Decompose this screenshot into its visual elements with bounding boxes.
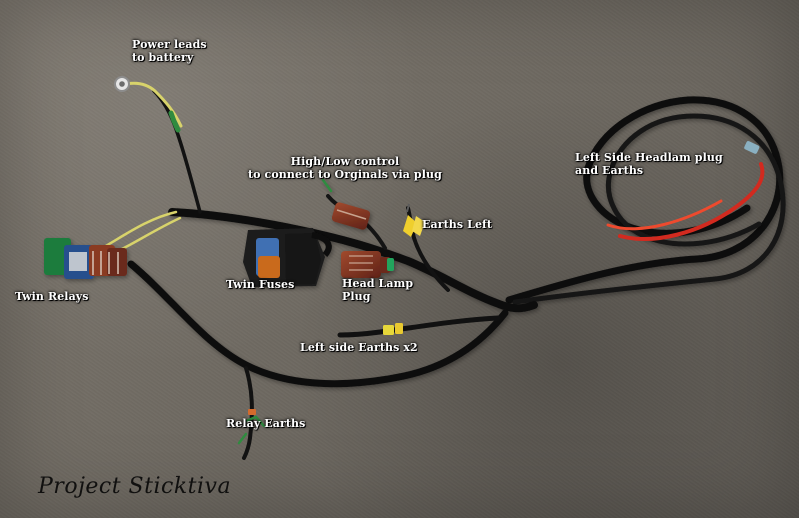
battery-ring-hole <box>119 81 125 87</box>
project-sticktiva-watermark: Project Sticktiva <box>38 474 232 499</box>
earths-left-terminals <box>403 203 425 237</box>
twin-relays-label: Twin Relays <box>15 290 89 303</box>
main-harness-trunk <box>168 208 538 313</box>
power-lead-yellow <box>124 81 183 128</box>
relay-earth-green-wire <box>237 409 266 445</box>
left-side-earth-branch <box>337 315 501 338</box>
earths-left-branch <box>406 206 450 292</box>
headlamp-tape-blue <box>744 141 760 154</box>
high-low-plug <box>321 178 371 230</box>
headlamp-red-wire-2 <box>606 199 723 231</box>
left-side-earth-markers <box>383 323 403 335</box>
twin-fuses-assembly <box>243 228 332 287</box>
main-harness-lower-branch <box>127 260 509 388</box>
relay-earth-branch <box>242 366 254 460</box>
power-lead-green <box>168 110 181 133</box>
earths-left-label: Earths Left <box>422 218 493 231</box>
left-side-earths-label: Left side Earths x2 <box>300 341 418 354</box>
twin-relays-assembly <box>44 238 127 279</box>
relay-earths-label: Relay Earths <box>226 417 306 430</box>
headlamp-red-wire <box>618 162 765 241</box>
power-lead-black <box>152 89 202 214</box>
headlamp-plug-assembly <box>341 251 394 278</box>
twin-fuses-label: Twin Fuses <box>226 278 295 291</box>
headlamp-loop-cable-inner <box>512 113 786 305</box>
